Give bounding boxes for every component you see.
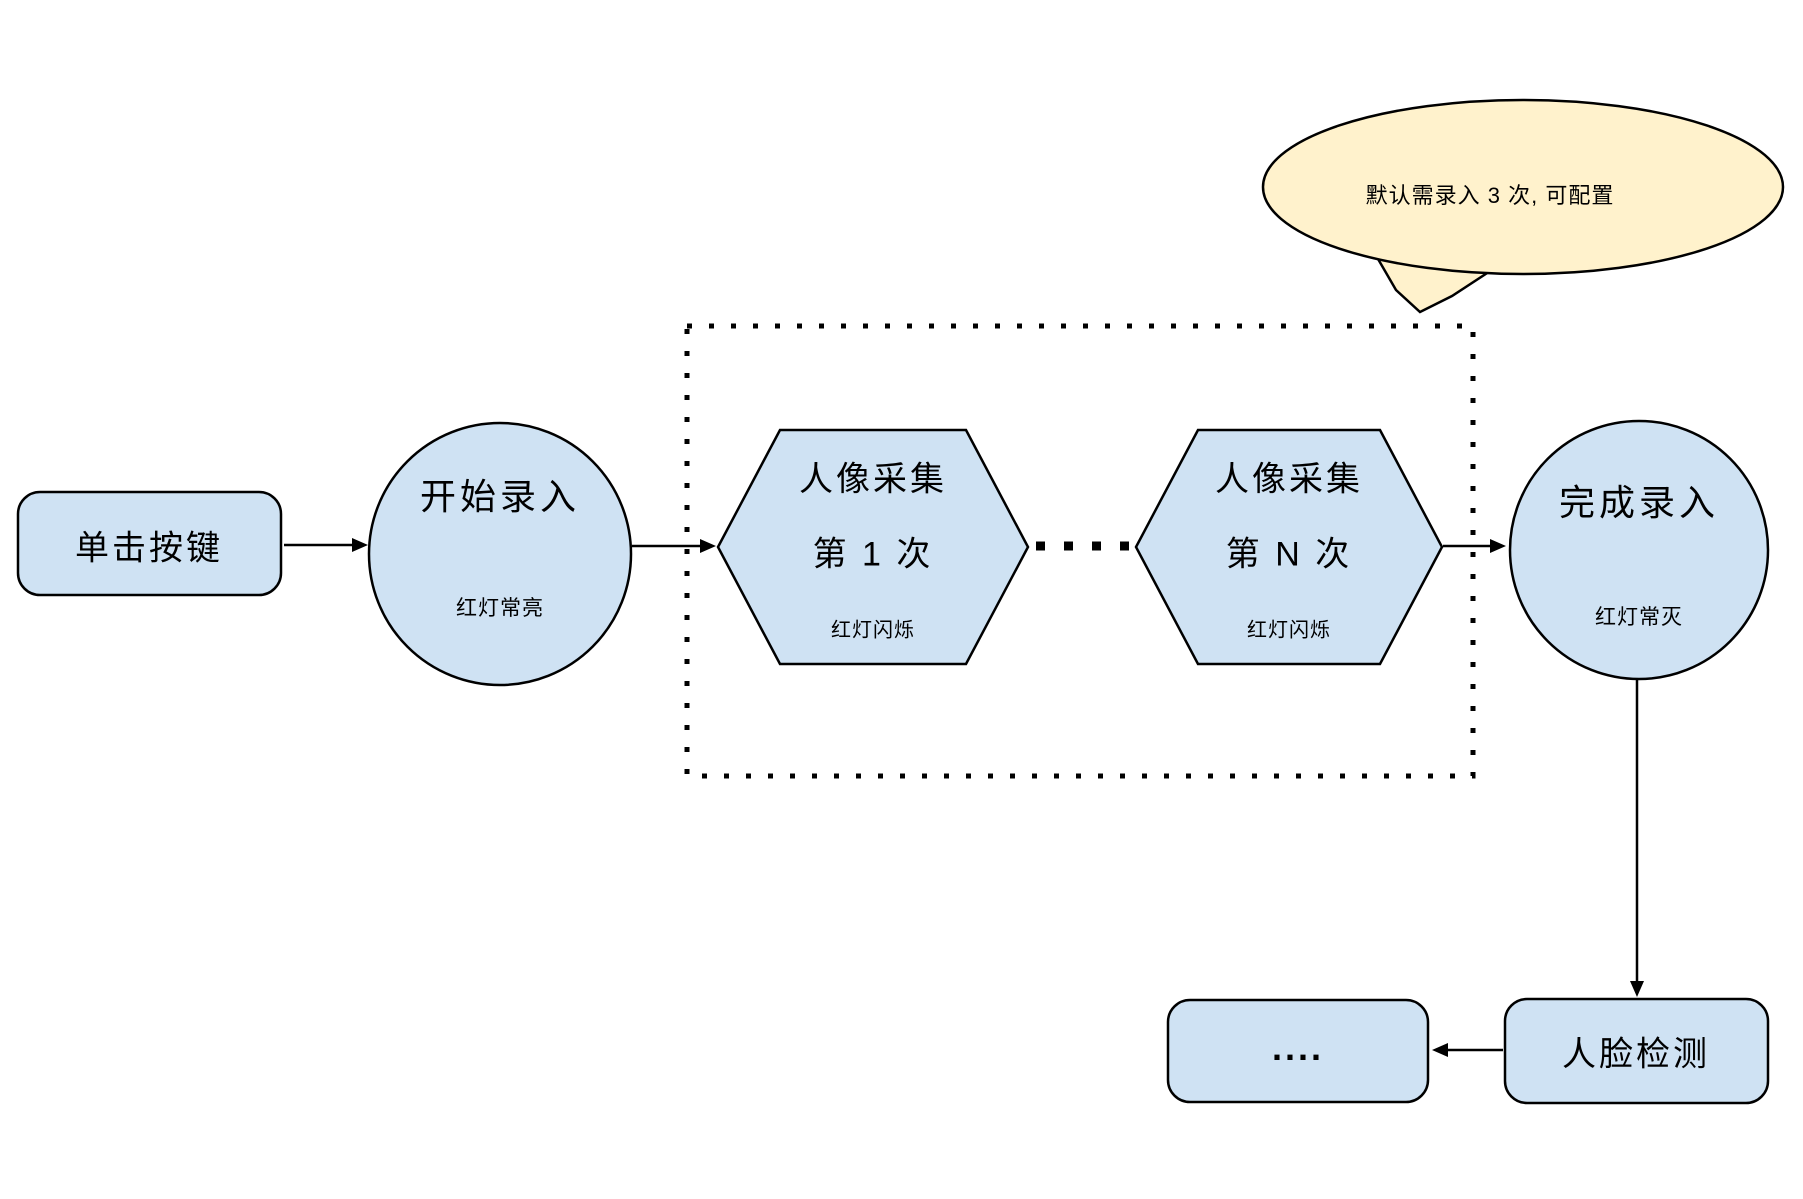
arrow-finish-to-facedetect-head (1630, 981, 1644, 997)
capture-nth-node (1134, 428, 1444, 666)
arrow-start-to-capture1-head (700, 539, 716, 553)
click-button-label: 单击按键 (75, 529, 223, 568)
start-enroll-status: 红灯常亮 (456, 597, 544, 620)
arrow-facedetect-to-more-head (1432, 1043, 1448, 1057)
finish-enroll-status: 红灯常灭 (1595, 606, 1683, 629)
more-steps-node (1166, 998, 1430, 1104)
capture-nth-status: 红灯闪烁 (1247, 619, 1331, 642)
capture-first-subtitle: 第 1 次 (812, 535, 934, 574)
more-steps-label: .... (1271, 1027, 1325, 1068)
start-enroll-label: 开始录入 (419, 476, 581, 517)
callout-text: 默认需录入 3 次, 可配置 (1365, 183, 1615, 208)
capture-first-status: 红灯闪烁 (831, 619, 915, 642)
repeat-region-dotted-border (684, 323, 1476, 779)
finish-enroll-node (1508, 419, 1770, 681)
capture-nth-subtitle: 第 N 次 (1225, 535, 1353, 574)
capture-first-node (716, 428, 1030, 666)
arrow-click-to-start-head (352, 538, 368, 552)
callout-bubble (1261, 98, 1785, 276)
capture-nth-title: 人像采集 (1215, 460, 1363, 499)
capture-first-title: 人像采集 (799, 460, 947, 499)
start-enroll-node (367, 421, 633, 687)
face-detection-node (1503, 997, 1770, 1105)
finish-enroll-label: 完成录入 (1558, 482, 1720, 523)
face-detection-label: 人脸检测 (1562, 1035, 1710, 1074)
click-button-node (16, 490, 283, 597)
arrow-captureN-to-finish-head (1490, 539, 1506, 553)
